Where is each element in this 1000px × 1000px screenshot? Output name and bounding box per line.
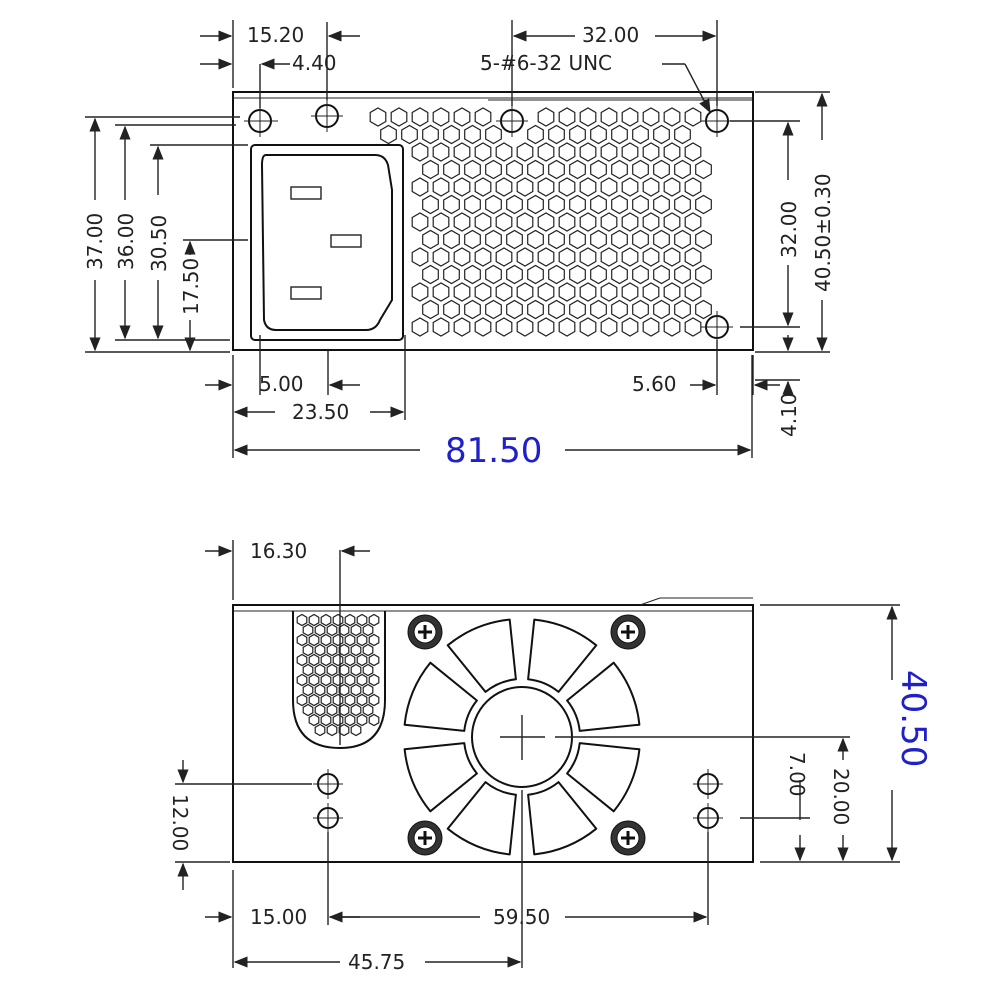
dim-17-50: 17.50: [179, 258, 203, 315]
mounting-holes-top: [244, 100, 733, 343]
dim-7-00: 7.00: [785, 752, 809, 797]
dim-40-50: 40.50: [893, 670, 933, 767]
dim-23-50: 23.50: [292, 400, 349, 424]
bottom-body-outline: [232, 604, 754, 863]
dim-20-00: 20.00: [829, 768, 853, 825]
dim-15-20: 15.20: [247, 23, 304, 47]
dim-81-50: 81.50: [445, 431, 542, 471]
bottom-view: 16.30 40.50 7.00 20.00 12.00 15.00 59.50…: [168, 539, 933, 974]
dim-36-00: 36.00: [114, 213, 138, 270]
fan-screw: [610, 614, 646, 650]
fan-screw: [407, 820, 443, 856]
dim-32-00-right: 32.00: [777, 201, 801, 258]
fan-screw: [407, 614, 443, 650]
dim-32-00-top: 32.00: [582, 23, 639, 47]
top-view: 15.20 4.40 32.00 5-#6-32 UNC 37.00 36.00…: [83, 20, 835, 471]
dim-15-00: 15.00: [250, 905, 307, 929]
fan-screw: [610, 820, 646, 856]
dim-37-00: 37.00: [83, 213, 107, 270]
thread-note: 5-#6-32 UNC: [480, 51, 612, 75]
dim-12-00: 12.00: [168, 794, 192, 851]
dim-5-00: 5.00: [259, 372, 304, 396]
dim-30-50: 30.50: [147, 215, 171, 272]
power-inlet: [250, 144, 404, 341]
side-vent: [292, 611, 386, 750]
vent-hex-pattern: [369, 107, 712, 337]
dim-4-10: 4.10: [777, 392, 801, 437]
dim-5-60: 5.60: [632, 372, 677, 396]
top-body-outline: [232, 91, 754, 351]
dim-45-75: 45.75: [348, 950, 405, 974]
dim-40-50-tolerance: 40.50±0.30: [811, 173, 835, 292]
fan-screws: [407, 614, 646, 856]
dim-16-30: 16.30: [250, 539, 307, 563]
mounting-holes-bottom: [313, 769, 723, 833]
dim-4-40: 4.40: [292, 51, 337, 75]
dim-59-50: 59.50: [493, 905, 550, 929]
